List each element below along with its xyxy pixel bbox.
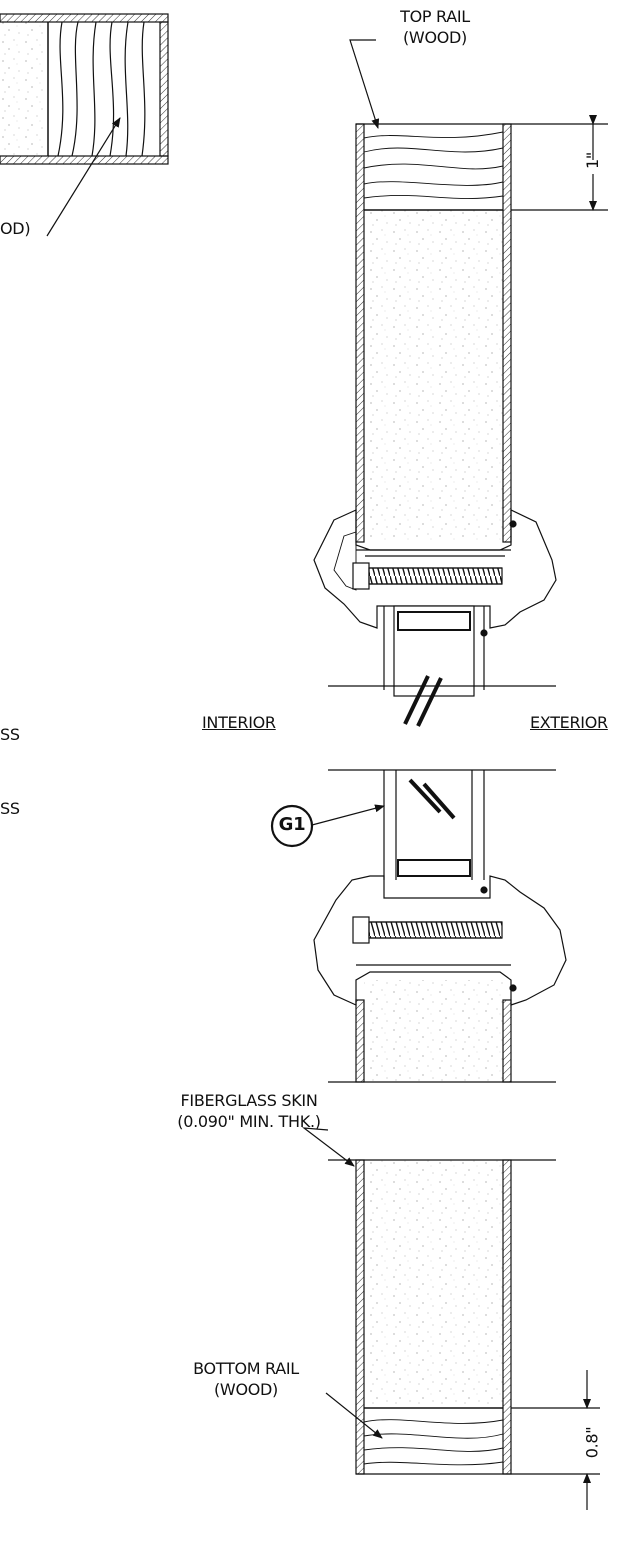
glazing-frame-bottom (313, 875, 567, 1006)
partial-detail-top-left (0, 13, 169, 237)
glazing-frame-top (313, 509, 557, 697)
skin-label: FIBERGLASS SKIN (0.090" MIN. THK.) (164, 1090, 334, 1132)
stile-lower (328, 980, 556, 1475)
break-lines (328, 675, 556, 820)
dim-top-text: 1" (582, 152, 602, 169)
skin-line2: (0.090" MIN. THK.) (177, 1112, 321, 1131)
bottom-rail-label: BOTTOM RAIL (WOOD) (186, 1358, 306, 1400)
dim-bottom-text: 0.8" (582, 1426, 602, 1459)
exterior-label: EXTERIOR (530, 713, 608, 732)
top-rail-label: TOP RAIL (WOOD) (380, 6, 490, 48)
glass-unit (383, 770, 485, 880)
skin-line1: FIBERGLASS SKIN (180, 1091, 318, 1110)
stile-upper (355, 123, 512, 543)
dimension-lines (511, 115, 608, 1510)
bottom-rail-line2: (WOOD) (213, 1380, 278, 1399)
leader-lines (301, 39, 385, 1439)
cut-glass-label-2: SS (0, 799, 20, 818)
interior-label: INTERIOR (202, 713, 276, 732)
bottom-rail-line1: BOTTOM RAIL (193, 1359, 299, 1378)
top-rail-line1: TOP RAIL (400, 7, 470, 26)
glazing-tag: G1 (278, 814, 306, 835)
top-rail-line2: (WOOD) (402, 28, 467, 47)
glazing-tag-circle (270, 804, 314, 848)
cut-glass-label-1: SS (0, 725, 20, 744)
cut-left-label: OD) (0, 219, 31, 238)
